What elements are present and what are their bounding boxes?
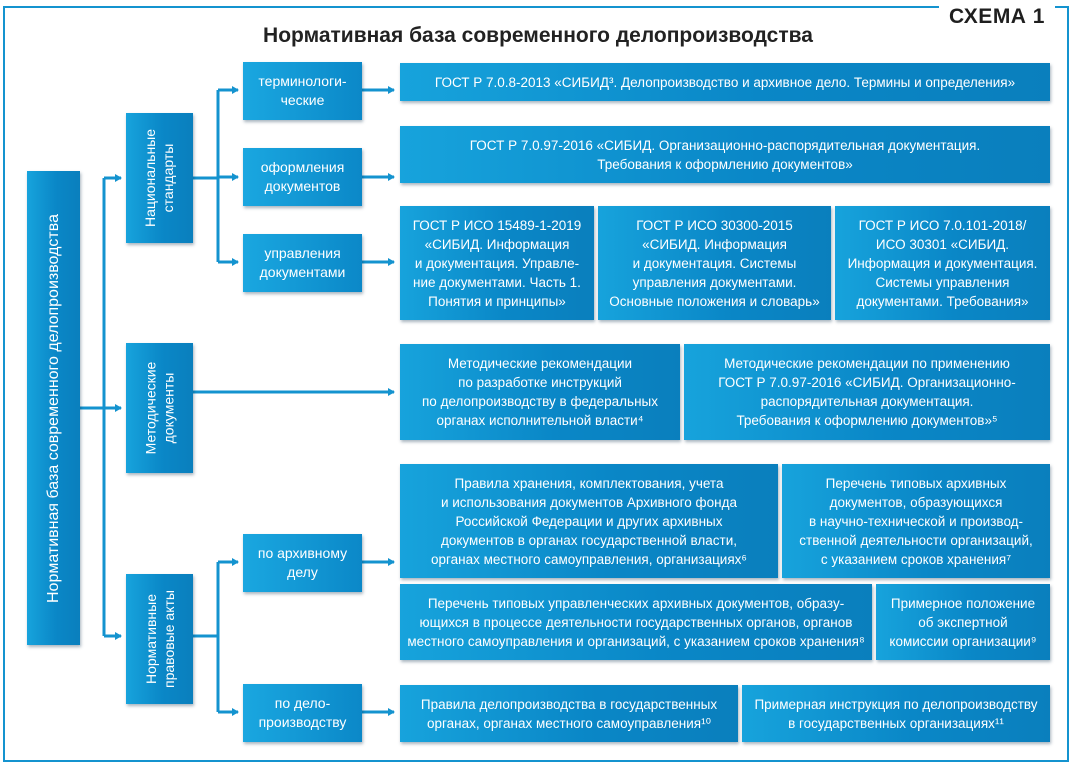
category-legal-label: Нормативные правовые акты: [142, 590, 177, 688]
doc-archive-scientific-list: Перечень типовых архивных документов, об…: [782, 464, 1050, 578]
doc-term-gost: ГОСТ Р 7.0.8-2013 «СИБИД³. Делопроизводс…: [400, 63, 1050, 101]
subcategory-archival: по архивному делу: [243, 534, 362, 592]
doc-method-gost-application: Методические рекомендации по применению …: [684, 344, 1050, 440]
diagram-frame: СХЕМА 1: [3, 5, 1069, 762]
doc-format-gost: ГОСТ Р 7.0.97-2016 «СИБИД. Организационн…: [400, 126, 1050, 183]
category-legal-acts: Нормативные правовые акты: [126, 574, 193, 704]
doc-mgmt-iso-30300: ГОСТ Р ИСО 30300-2015 «СИБИД. Информация…: [598, 206, 831, 320]
doc-records-rules: Правила делопроизводства в государственн…: [400, 685, 738, 742]
subcategory-formatting: оформления документов: [243, 148, 362, 206]
category-national-label: Национальные стандарты: [142, 128, 177, 228]
root-label: Нормативная база современного делопроизв…: [45, 213, 63, 603]
doc-archive-management-list: Перечень типовых управленческих архивных…: [400, 584, 872, 660]
subcategory-terminology: терминологи- ческие: [243, 62, 362, 120]
doc-mgmt-iso-15489: ГОСТ Р ИСО 15489-1-2019 «СИБИД. Информац…: [400, 206, 594, 320]
subcategory-management: управления документами: [243, 234, 362, 292]
category-methodical-documents: Методические документы: [126, 343, 193, 473]
doc-archive-storage-rules: Правила хранения, комплектования, учета …: [400, 464, 778, 578]
category-national-standards: Национальные стандарты: [126, 113, 193, 243]
doc-archive-expert-commission: Примерное положение об экспертной комисс…: [876, 584, 1050, 660]
doc-records-instruction: Примерная инструкция по делопроизводству…: [742, 685, 1050, 742]
root-box: Нормативная база современного делопроизв…: [27, 171, 80, 645]
schema-label: СХЕМА 1: [938, 5, 1055, 29]
doc-method-instructions: Методические рекомендации по разработке …: [400, 344, 680, 440]
category-methodical-label: Методические документы: [142, 361, 177, 455]
diagram-title: Нормативная база современного делопроизв…: [263, 24, 813, 47]
doc-mgmt-iso-30301: ГОСТ Р ИСО 7.0.101-2018/ ИСО 30301 «СИБИ…: [835, 206, 1050, 320]
subcategory-records: по дело- производству: [243, 684, 362, 742]
